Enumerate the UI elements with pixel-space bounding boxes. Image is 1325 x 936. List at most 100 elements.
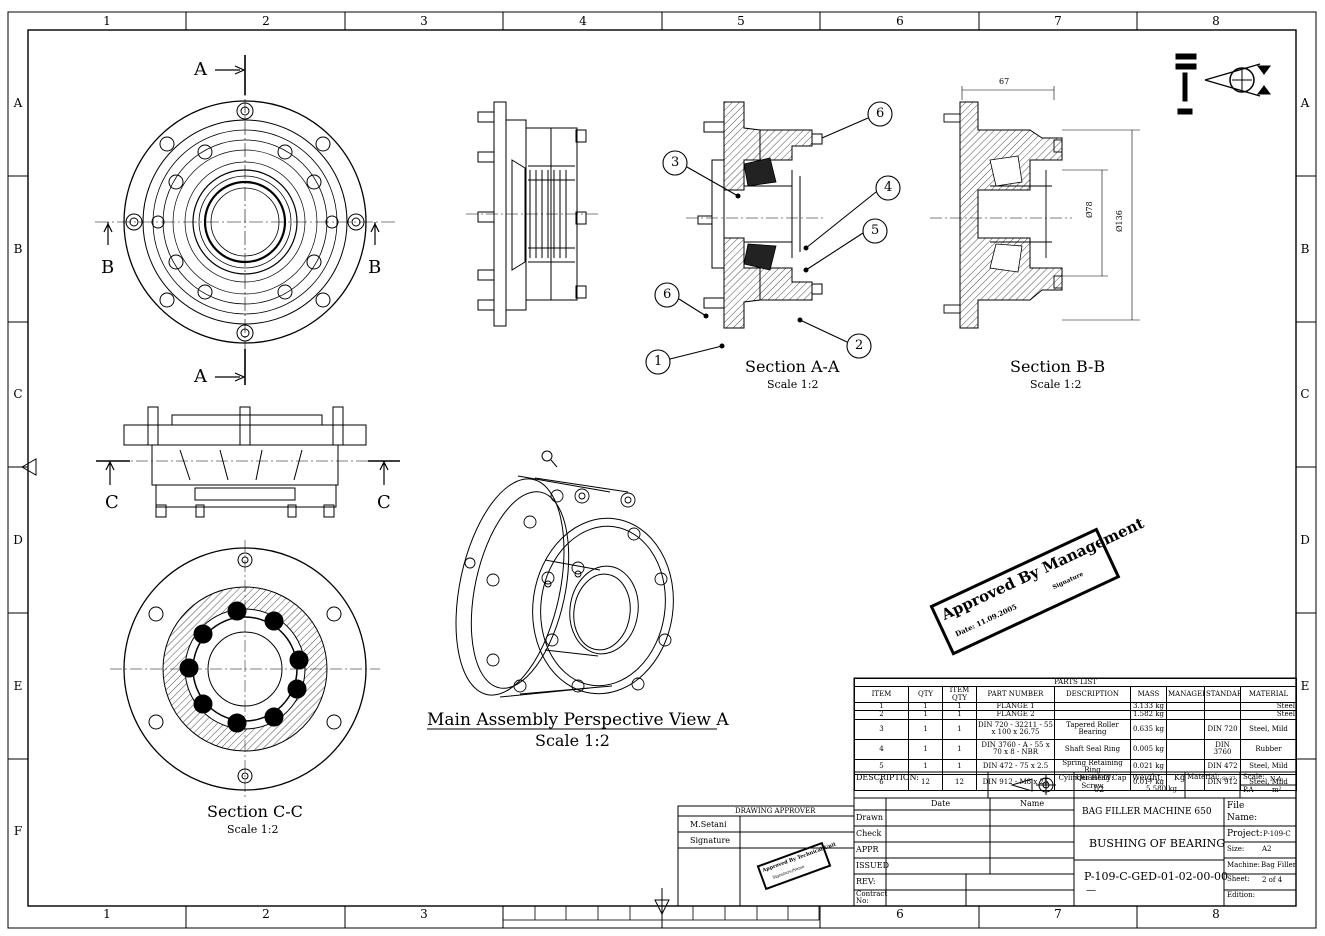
cut-label-a-top: A: [194, 59, 207, 80]
section-cc-title: Section C-C: [207, 802, 303, 821]
front-view: [95, 55, 395, 385]
col-standard: STANDARD: [1204, 686, 1241, 704]
cell: Shaft Seal Ring: [1054, 738, 1131, 760]
cell: DIN 3760 - A - 55 x 70 x 8 - NBR: [976, 738, 1055, 760]
sheet-value: 2 of 4: [1262, 876, 1283, 884]
date-column: Date: [931, 799, 951, 808]
cell: 3.133 kg: [1130, 702, 1167, 712]
side-view-c: [96, 406, 400, 518]
machine-value: Bag Filler: [1261, 861, 1297, 869]
sheet-frame: [7, 11, 1317, 929]
projection-symbol-icon: [1175, 53, 1271, 115]
zone-row-d: D: [13, 533, 23, 547]
perspective-view: [427, 450, 717, 730]
balloon-2: 2: [855, 338, 864, 353]
section-bb-title: Section B-B: [1010, 357, 1106, 376]
perspective-title: Main Assembly Perspective View A: [427, 710, 729, 730]
col-item-qty: ITEM QTY: [942, 686, 977, 704]
weight-value: 5.580 kg: [1146, 785, 1177, 793]
section-aa-scale: Scale 1:2: [767, 378, 819, 391]
row-drawn: Drawn: [856, 813, 884, 822]
cell: 4: [854, 738, 909, 760]
cut-label-a-bottom: A: [194, 366, 207, 387]
zone-row-a: A: [13, 96, 23, 110]
cell: Rubber: [1240, 738, 1297, 760]
size-value: A2: [1262, 845, 1272, 853]
section-bb-view: [930, 86, 1140, 329]
sheet-label: Sheet:: [1227, 875, 1250, 883]
row-contract: Contract No:: [856, 890, 888, 906]
weight-label: Weight:: [1132, 773, 1164, 782]
cut-label-b-right: B: [368, 257, 382, 278]
file-label: File: [1227, 801, 1245, 811]
zone-col-5: 5: [737, 14, 745, 28]
area-unit: m²: [1272, 786, 1282, 794]
name-column: Name: [1020, 799, 1045, 808]
section-cc-scale: Scale 1:2: [227, 823, 279, 836]
row-appr: APPR: [856, 845, 879, 854]
cell: DIN 472 - 75 x 2.5: [976, 758, 1055, 776]
project-value: P-109-C: [1263, 830, 1291, 838]
section-cc-view: [110, 540, 380, 800]
cell: 1: [908, 702, 943, 712]
cell: 12: [942, 774, 977, 792]
row-rev: REV:: [856, 877, 876, 886]
zone-row-b: B: [13, 242, 23, 256]
zone-col-6: 6: [896, 907, 904, 921]
cell: DIN 720 - 32211 - 55 x 100 x 26.75: [976, 718, 1055, 740]
cell: 1: [908, 718, 943, 740]
zone-col-8: 8: [1212, 14, 1220, 28]
cell: [1166, 710, 1205, 720]
balloon-3: 3: [671, 155, 680, 170]
cell: 1: [908, 738, 943, 760]
cell: 0.635 kg: [1130, 718, 1167, 740]
cell: [1166, 702, 1205, 712]
zone-col-1: 1: [103, 907, 111, 921]
size-label: Size:: [1227, 845, 1245, 853]
stamp-signature: Signature: [1051, 570, 1085, 592]
part-title: BUSHING OF BEARING: [1089, 837, 1225, 850]
col-mass: MASS: [1130, 686, 1167, 704]
area-label: P.A: [1243, 786, 1254, 794]
edition-label: Edition:: [1227, 891, 1255, 899]
cell: 1: [854, 702, 909, 712]
cell: [1204, 710, 1241, 720]
approver-stamp-frame: [756, 841, 832, 891]
cell: 1: [942, 702, 977, 712]
balloon-6-bottom: 6: [663, 287, 672, 302]
col-description: DESCRIPTION: [1054, 686, 1131, 704]
parts-list-table: PARTS LIST ITEM QTY ITEM QTY PART NUMBER…: [854, 677, 1297, 792]
cell: Steel, Mild: [1240, 718, 1297, 740]
cut-label-c-left: C: [105, 492, 119, 513]
col-part-number: PART NUMBER: [976, 686, 1055, 704]
dim-width: 67: [999, 77, 1010, 86]
parts-list-header: ITEM QTY ITEM QTY PART NUMBER DESCRIPTIO…: [854, 686, 1297, 704]
zone-col-2: 2: [262, 907, 270, 921]
section-aa-view: [645, 101, 901, 375]
project-label: Project:: [1227, 829, 1263, 839]
side-view: [466, 101, 598, 327]
approver-name: M.Setani: [690, 820, 727, 829]
cell: 1: [942, 710, 977, 720]
magnifier-icon: [541, 450, 553, 462]
cell: FLANGE 2: [976, 710, 1055, 720]
cell: DIN 3760: [1204, 738, 1241, 760]
balloon-4: 4: [884, 180, 893, 195]
balloon-6-top: 6: [876, 106, 885, 121]
zone-row-a: A: [1300, 96, 1310, 110]
cell: Steel: [1240, 710, 1297, 720]
dim-d136: Ø136: [1115, 210, 1124, 232]
material-label: Material:: [1187, 773, 1220, 781]
weight-unit: Kg: [1174, 773, 1186, 782]
zone-col-3: 3: [420, 14, 428, 28]
material-value: St-37: [1222, 776, 1236, 782]
row-check: Check: [856, 829, 882, 838]
quantity-value: 02: [1094, 785, 1105, 794]
cell: DIN 912 - M8 x 25: [976, 774, 1055, 792]
cell: 3: [854, 718, 909, 740]
cell: [1166, 718, 1205, 740]
